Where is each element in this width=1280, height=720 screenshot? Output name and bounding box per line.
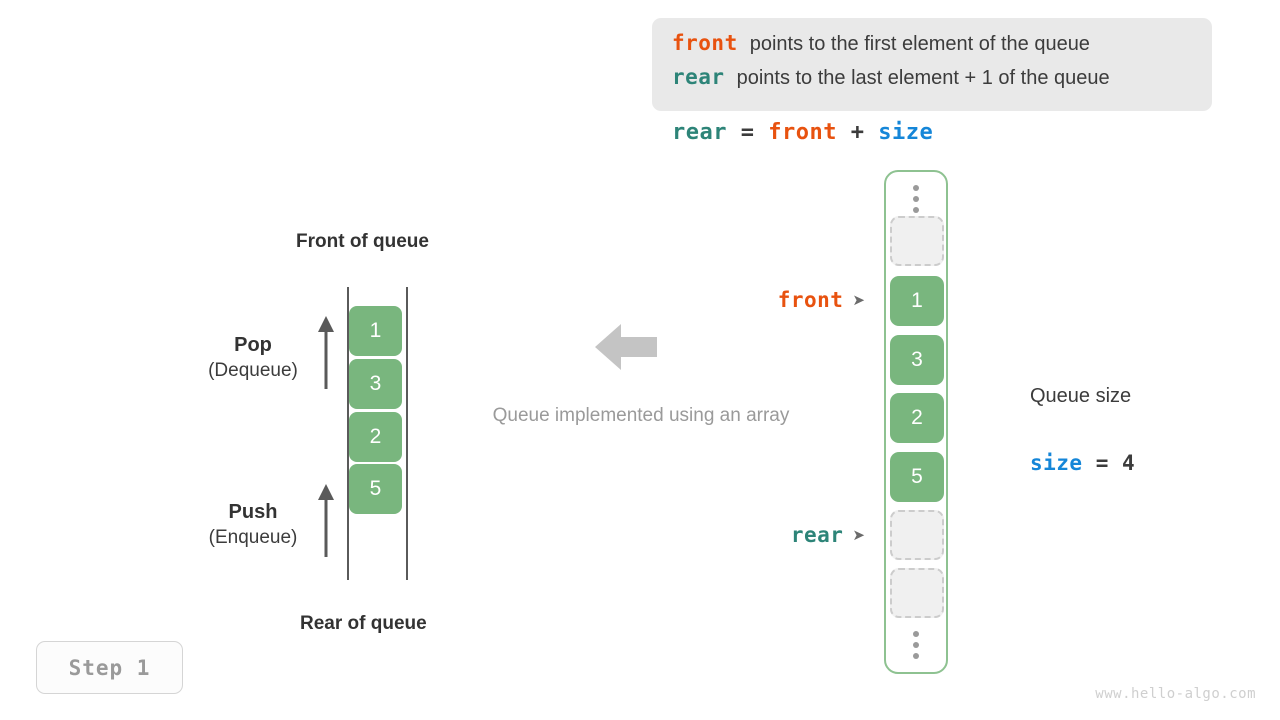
front-pointer-arrowhead-icon: ➤ [852,291,865,309]
push-operation-label: Push (Enqueue) [190,499,316,551]
left-arrow-icon [595,324,657,370]
push-subtitle: (Enqueue) [208,527,298,548]
array-container: 1 3 2 5 [884,170,948,674]
formula-plus: + [850,120,865,145]
pop-arrow-up-icon [318,316,334,389]
legend-text-front: points to the first element of the queue [749,33,1090,55]
formula-rear-equals-front-plus-size: rear = front + size [672,120,933,145]
queue-size-value: 4 [1122,451,1136,475]
array-slot-empty [890,216,944,266]
formula-rhs-size: size [878,120,934,145]
queue-cell: 5 [349,464,402,514]
front-pointer-label: front [777,288,844,312]
push-title: Push [228,501,278,523]
rear-of-queue-label: Rear of queue [300,613,427,634]
step-badge: Step 1 [36,641,183,694]
pop-title: Pop [234,334,272,356]
pop-operation-label: Pop (Dequeue) [190,332,316,384]
legend-keyword-front: front [672,31,738,55]
queue-cell: 1 [349,306,402,356]
formula-rhs-front: front [768,120,837,145]
rear-pointer: rear ➤ [700,523,865,547]
queue-size-block: Queue size size = 4 [1030,345,1135,497]
ellipsis-top-icon [913,185,919,213]
array-slot-filled: 1 [890,276,944,326]
array-slot-filled: 2 [890,393,944,443]
legend-text-rear: points to the last element + 1 of the qu… [736,67,1110,89]
queue-rail-left [347,287,349,580]
ellipsis-bottom-icon [913,631,919,659]
queue-size-formula: size = 4 [1030,447,1135,479]
array-slot-empty [890,510,944,560]
queue-cell: 3 [349,359,402,409]
legend-line-rear: rear points to the last element + 1 of t… [672,65,1192,99]
push-arrow-up-icon [318,484,334,557]
formula-lhs-rear: rear [672,120,727,145]
queue-size-variable: size [1030,451,1083,475]
queue-size-equals: = [1095,451,1109,475]
formula-equals: = [740,120,755,145]
legend-keyword-rear: rear [672,65,725,89]
array-slot-filled: 5 [890,452,944,502]
watermark: www.hello-algo.com [1095,686,1256,702]
front-pointer: front ➤ [700,288,865,312]
pop-subtitle: (Dequeue) [208,360,298,381]
rear-pointer-label: rear [790,523,844,547]
queue-cell: 2 [349,412,402,462]
legend-box: front points to the first element of the… [652,18,1212,111]
front-of-queue-label: Front of queue [296,231,429,252]
array-slot-filled: 3 [890,335,944,385]
queue-rail-right [406,287,408,580]
center-caption: Queue implemented using an array [492,405,790,426]
queue-size-title: Queue size [1030,385,1132,407]
rear-pointer-arrowhead-icon: ➤ [852,526,865,544]
array-slot-empty [890,568,944,618]
legend-line-front: front points to the first element of the… [672,31,1192,65]
